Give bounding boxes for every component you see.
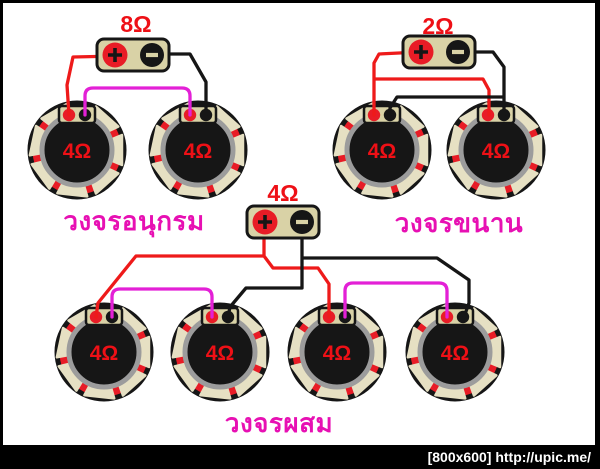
speaker-impedance-label: 4Ω (206, 342, 235, 365)
speaker-impedance-label: 4Ω (368, 140, 397, 163)
speaker-impedance-label: 4Ω (90, 342, 119, 365)
series-link-wire (83, 86, 192, 117)
mixed-link-wire-left (110, 287, 214, 319)
mixed-negative-wire (226, 228, 471, 319)
speaker-impedance-label: 4Ω (184, 140, 213, 163)
mixed-link-wire-right (343, 281, 449, 319)
mixed-amp-terminal (247, 206, 319, 238)
speaker-impedance-label: 4Ω (482, 140, 511, 163)
series-circuit-name: วงจรอนุกรม (63, 206, 205, 236)
series-amp-terminal (97, 39, 169, 71)
mixed-circuit-name: วงจรผสม (224, 408, 334, 438)
speaker-impedance-label: 4Ω (441, 342, 470, 365)
mixed-positive-wire (94, 228, 331, 319)
speaker-impedance-label: 4Ω (63, 140, 92, 163)
mixed-total-impedance-label: 4Ω (267, 180, 298, 206)
parallel-circuit-name: วงจรขนาน (394, 208, 524, 238)
series-total-impedance-label: 8Ω (120, 11, 151, 37)
watermark-bar: [800x600] http://upic.me/ (0, 445, 600, 469)
parallel-total-impedance-label: 2Ω (422, 13, 453, 39)
parallel-positive-wire (372, 50, 491, 117)
speaker-impedance-label: 4Ω (323, 342, 352, 365)
watermark: [800x600] http://upic.me/ (427, 449, 591, 465)
parallel-amp-terminal (403, 36, 475, 68)
